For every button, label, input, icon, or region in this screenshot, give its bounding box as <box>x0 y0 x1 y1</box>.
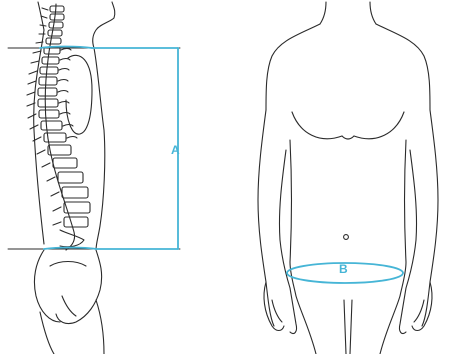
measure-label-a: A <box>171 144 180 156</box>
measure-label-b: B <box>339 263 348 275</box>
spine-illustration <box>27 4 90 250</box>
navel <box>344 235 349 240</box>
side-body-outline <box>34 2 115 354</box>
torso-front-illustration <box>258 2 438 354</box>
